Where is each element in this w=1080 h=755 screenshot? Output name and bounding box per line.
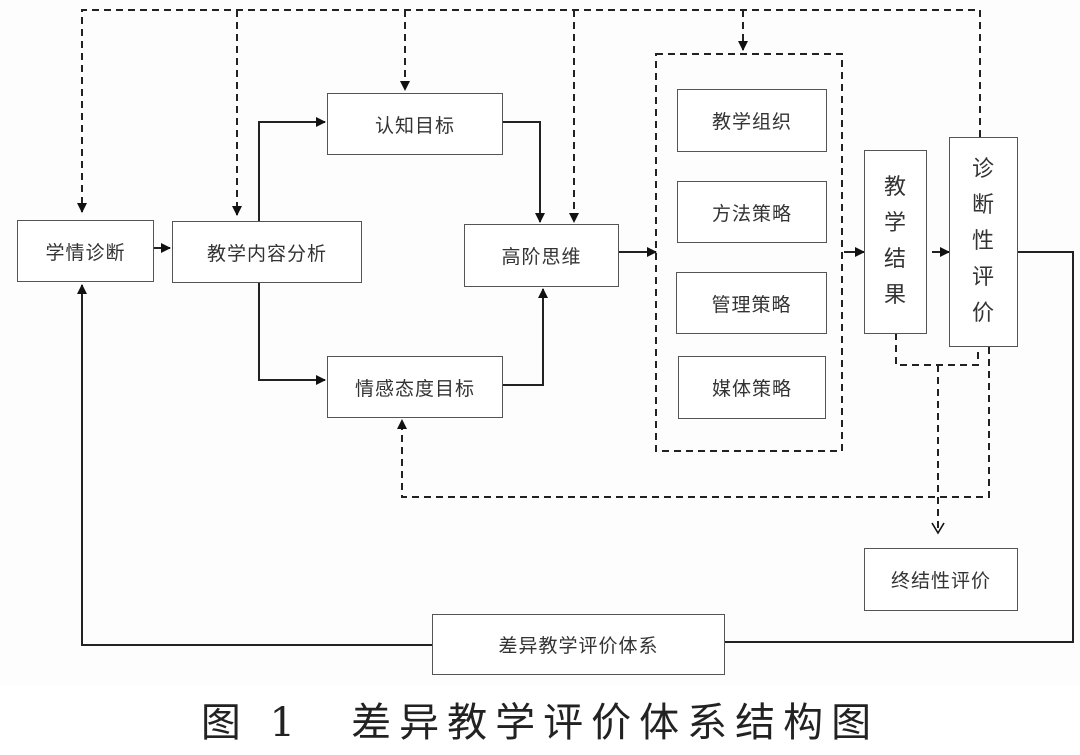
edge-affective-to-thinking [503,288,548,386]
node-cognitive-goal: 认知目标 [327,93,503,155]
connector-layer [77,9,1074,646]
edge-system-to-diagnosis [77,284,432,646]
node-teaching-organization: 教学组织 [677,89,827,152]
node-higher-order-thinking: 高阶思维 [464,224,619,287]
node-summative-evaluation: 终结性评价 [864,548,1018,611]
node-management-strategy: 管理策略 [676,272,827,334]
node-affective-goal: 情感态度目标 [327,356,503,418]
node-diagnostic-evaluation: 诊 断 性 评 价 [949,137,1018,347]
diagram-canvas: 学情诊断 教学内容分析 认知目标 情感态度目标 高阶思维 教学组织 方法策略 管… [17,9,1074,675]
edge-diagnostic-to-system [725,251,1074,643]
edge-feedback-top [77,9,981,213]
node-teaching-result: 教 学 结 果 [864,150,927,334]
result-char: 结 [883,247,907,272]
result-char: 学 [883,211,907,236]
node-content-analysis: 教学内容分析 [172,221,362,283]
result-char: 教 [883,175,907,200]
node-learning-diagnosis: 学情诊断 [17,220,154,282]
diagnostic-char: 价 [971,301,995,326]
diagnostic-char: 性 [971,229,995,254]
edge-feedback-affective [397,347,990,498]
diagnostic-char: 评 [971,265,995,290]
diagnostic-char: 断 [971,193,995,218]
figure-caption: 图 1 差异教学评价体系结构图 [200,700,880,746]
edge-content-to-affective [258,283,326,385]
node-method-strategy: 方法策略 [677,181,827,243]
edge-cognitive-to-thinking [503,121,545,223]
node-media-strategy: 媒体策略 [678,356,826,419]
edge-content-to-cognitive [258,117,326,221]
diagnostic-char: 诊 [971,157,995,182]
node-evaluation-system: 差异教学评价体系 [432,614,725,675]
strategy-group-border [655,53,843,452]
result-char: 果 [883,283,907,308]
